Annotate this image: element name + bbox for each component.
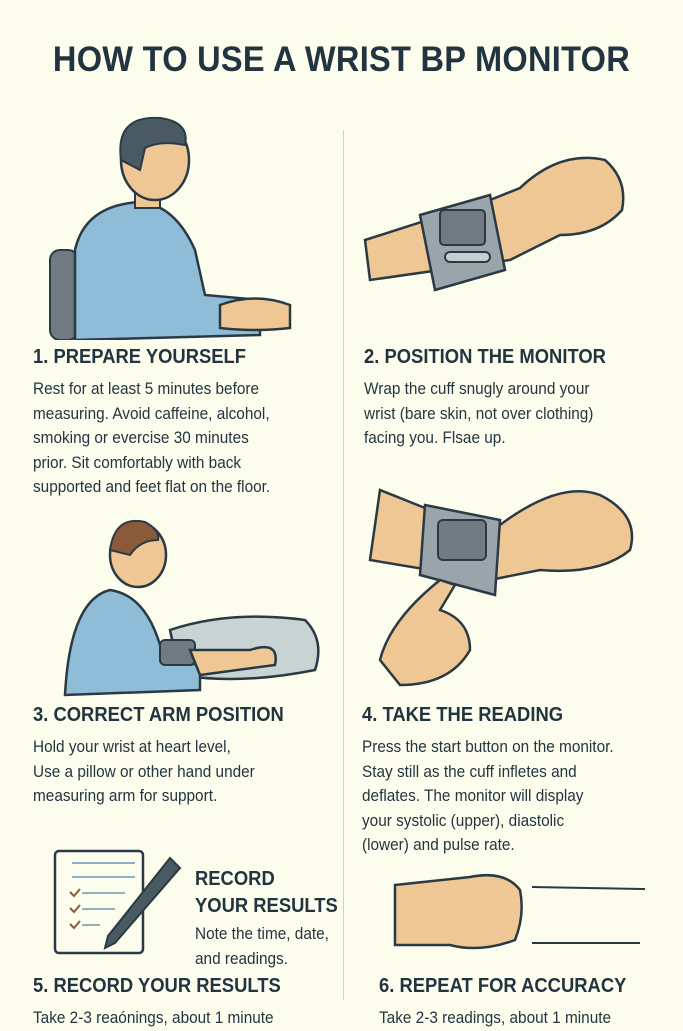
fist-illustration [393, 873, 646, 950]
step-5-heading: 5. RECORD YOUR RESULTS [33, 975, 281, 997]
step-4-heading: 4. TAKE THE READING [362, 704, 564, 726]
step-1-heading: 1. PREPARE YOURSELF [33, 346, 247, 368]
wrist-monitor-illustration [363, 156, 625, 292]
arm-on-pillow-illustration [63, 519, 320, 697]
record-callout-heading: RECORD YOUR RESULTS [195, 868, 338, 917]
step-5-text: Take 2-3 reaónings, about 1 minute [33, 1009, 274, 1027]
step-4-text: Press the start button on the monitor. S… [362, 738, 614, 854]
page-title: HOW TO USE A WRIST BP MONITOR [52, 40, 631, 79]
step-2-heading: 2. POSITION THE MONITOR [364, 346, 606, 368]
clipboard-pen-illustration [53, 849, 182, 955]
step-1-text: Rest for at least 5 minutes before measu… [33, 380, 271, 496]
press-button-illustration [368, 488, 634, 687]
step-3-heading: 3. CORRECT ARM POSITION [33, 704, 284, 726]
step-6-heading: 6. REPEAT FOR ACCURACY [379, 975, 627, 997]
step-6-text: Take 2-3 readings, about 1 minute [379, 1009, 612, 1027]
column-divider [343, 130, 344, 1000]
step-2-text: Wrap the cuff snugly around your wrist (… [364, 380, 594, 447]
record-callout-text: Note the time, date, and readings. [195, 925, 329, 968]
step-3-text: Hold your wrist at heart level, Use a pi… [33, 738, 255, 805]
seated-person-illustration [49, 116, 292, 340]
